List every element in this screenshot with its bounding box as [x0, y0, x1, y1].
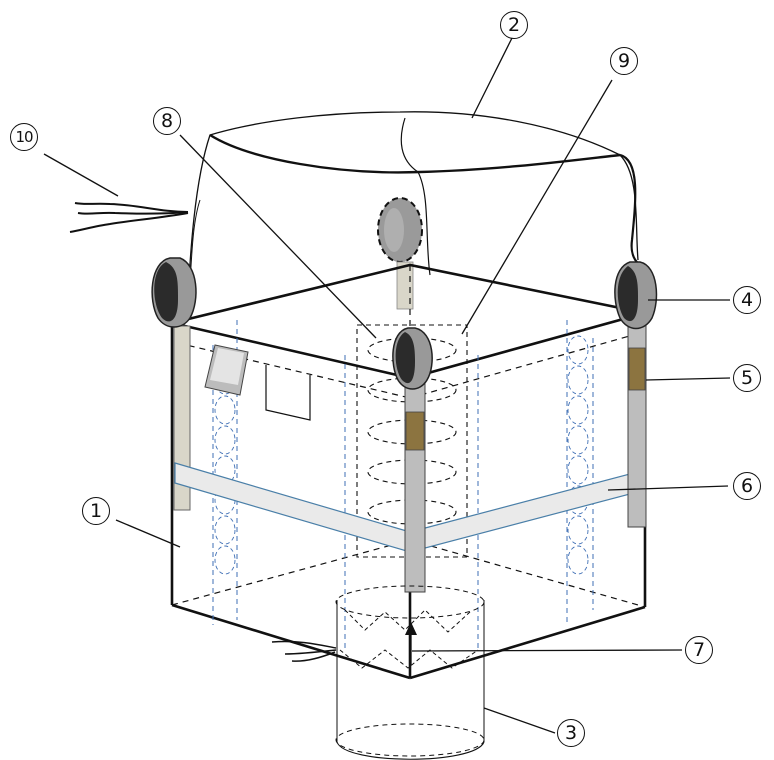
callout-8: 8	[153, 107, 181, 135]
left-chain	[214, 365, 236, 575]
callout-3: 3	[557, 719, 585, 747]
tie-patch-strap	[396, 261, 414, 310]
callout-7: 7	[685, 636, 713, 664]
callout-9: 9	[610, 47, 638, 75]
callout-5-text: 5	[740, 366, 754, 389]
callout-7-text: 7	[692, 638, 706, 661]
right-chain	[567, 335, 589, 575]
lift-loop-right	[614, 261, 658, 330]
spout-tie	[271, 640, 337, 662]
callout-8-text: 8	[160, 109, 174, 132]
callout-4-text: 4	[740, 288, 754, 311]
callout-5: 5	[733, 364, 761, 392]
top-skirt-rim	[209, 133, 621, 174]
callout-2-text: 2	[507, 13, 521, 36]
hidden-edges	[171, 265, 646, 608]
right-strap	[627, 304, 647, 528]
callout-3-text: 3	[564, 721, 578, 744]
lift-loop-center	[392, 327, 433, 390]
top-skirt-fold	[400, 117, 431, 276]
callout-4: 4	[733, 286, 761, 314]
callout-10: 10	[10, 123, 38, 151]
callout-1-text: 1	[89, 499, 103, 522]
top-skirt	[186, 111, 639, 319]
label-tag	[265, 365, 311, 421]
tie-string	[69, 202, 189, 233]
center-strap	[404, 359, 426, 593]
callout-2: 2	[500, 11, 528, 39]
discharge-spout	[335, 585, 485, 760]
callout-6: 6	[733, 472, 761, 500]
callout-1: 1	[82, 497, 110, 525]
document-pocket	[204, 344, 249, 396]
lift-loop-left	[151, 257, 197, 328]
callout-6-text: 6	[740, 474, 754, 497]
leader-lines	[43, 37, 731, 734]
callout-9-text: 9	[617, 49, 631, 72]
callout-10-text: 10	[15, 127, 33, 146]
top-skirt-right-edge	[619, 153, 641, 266]
